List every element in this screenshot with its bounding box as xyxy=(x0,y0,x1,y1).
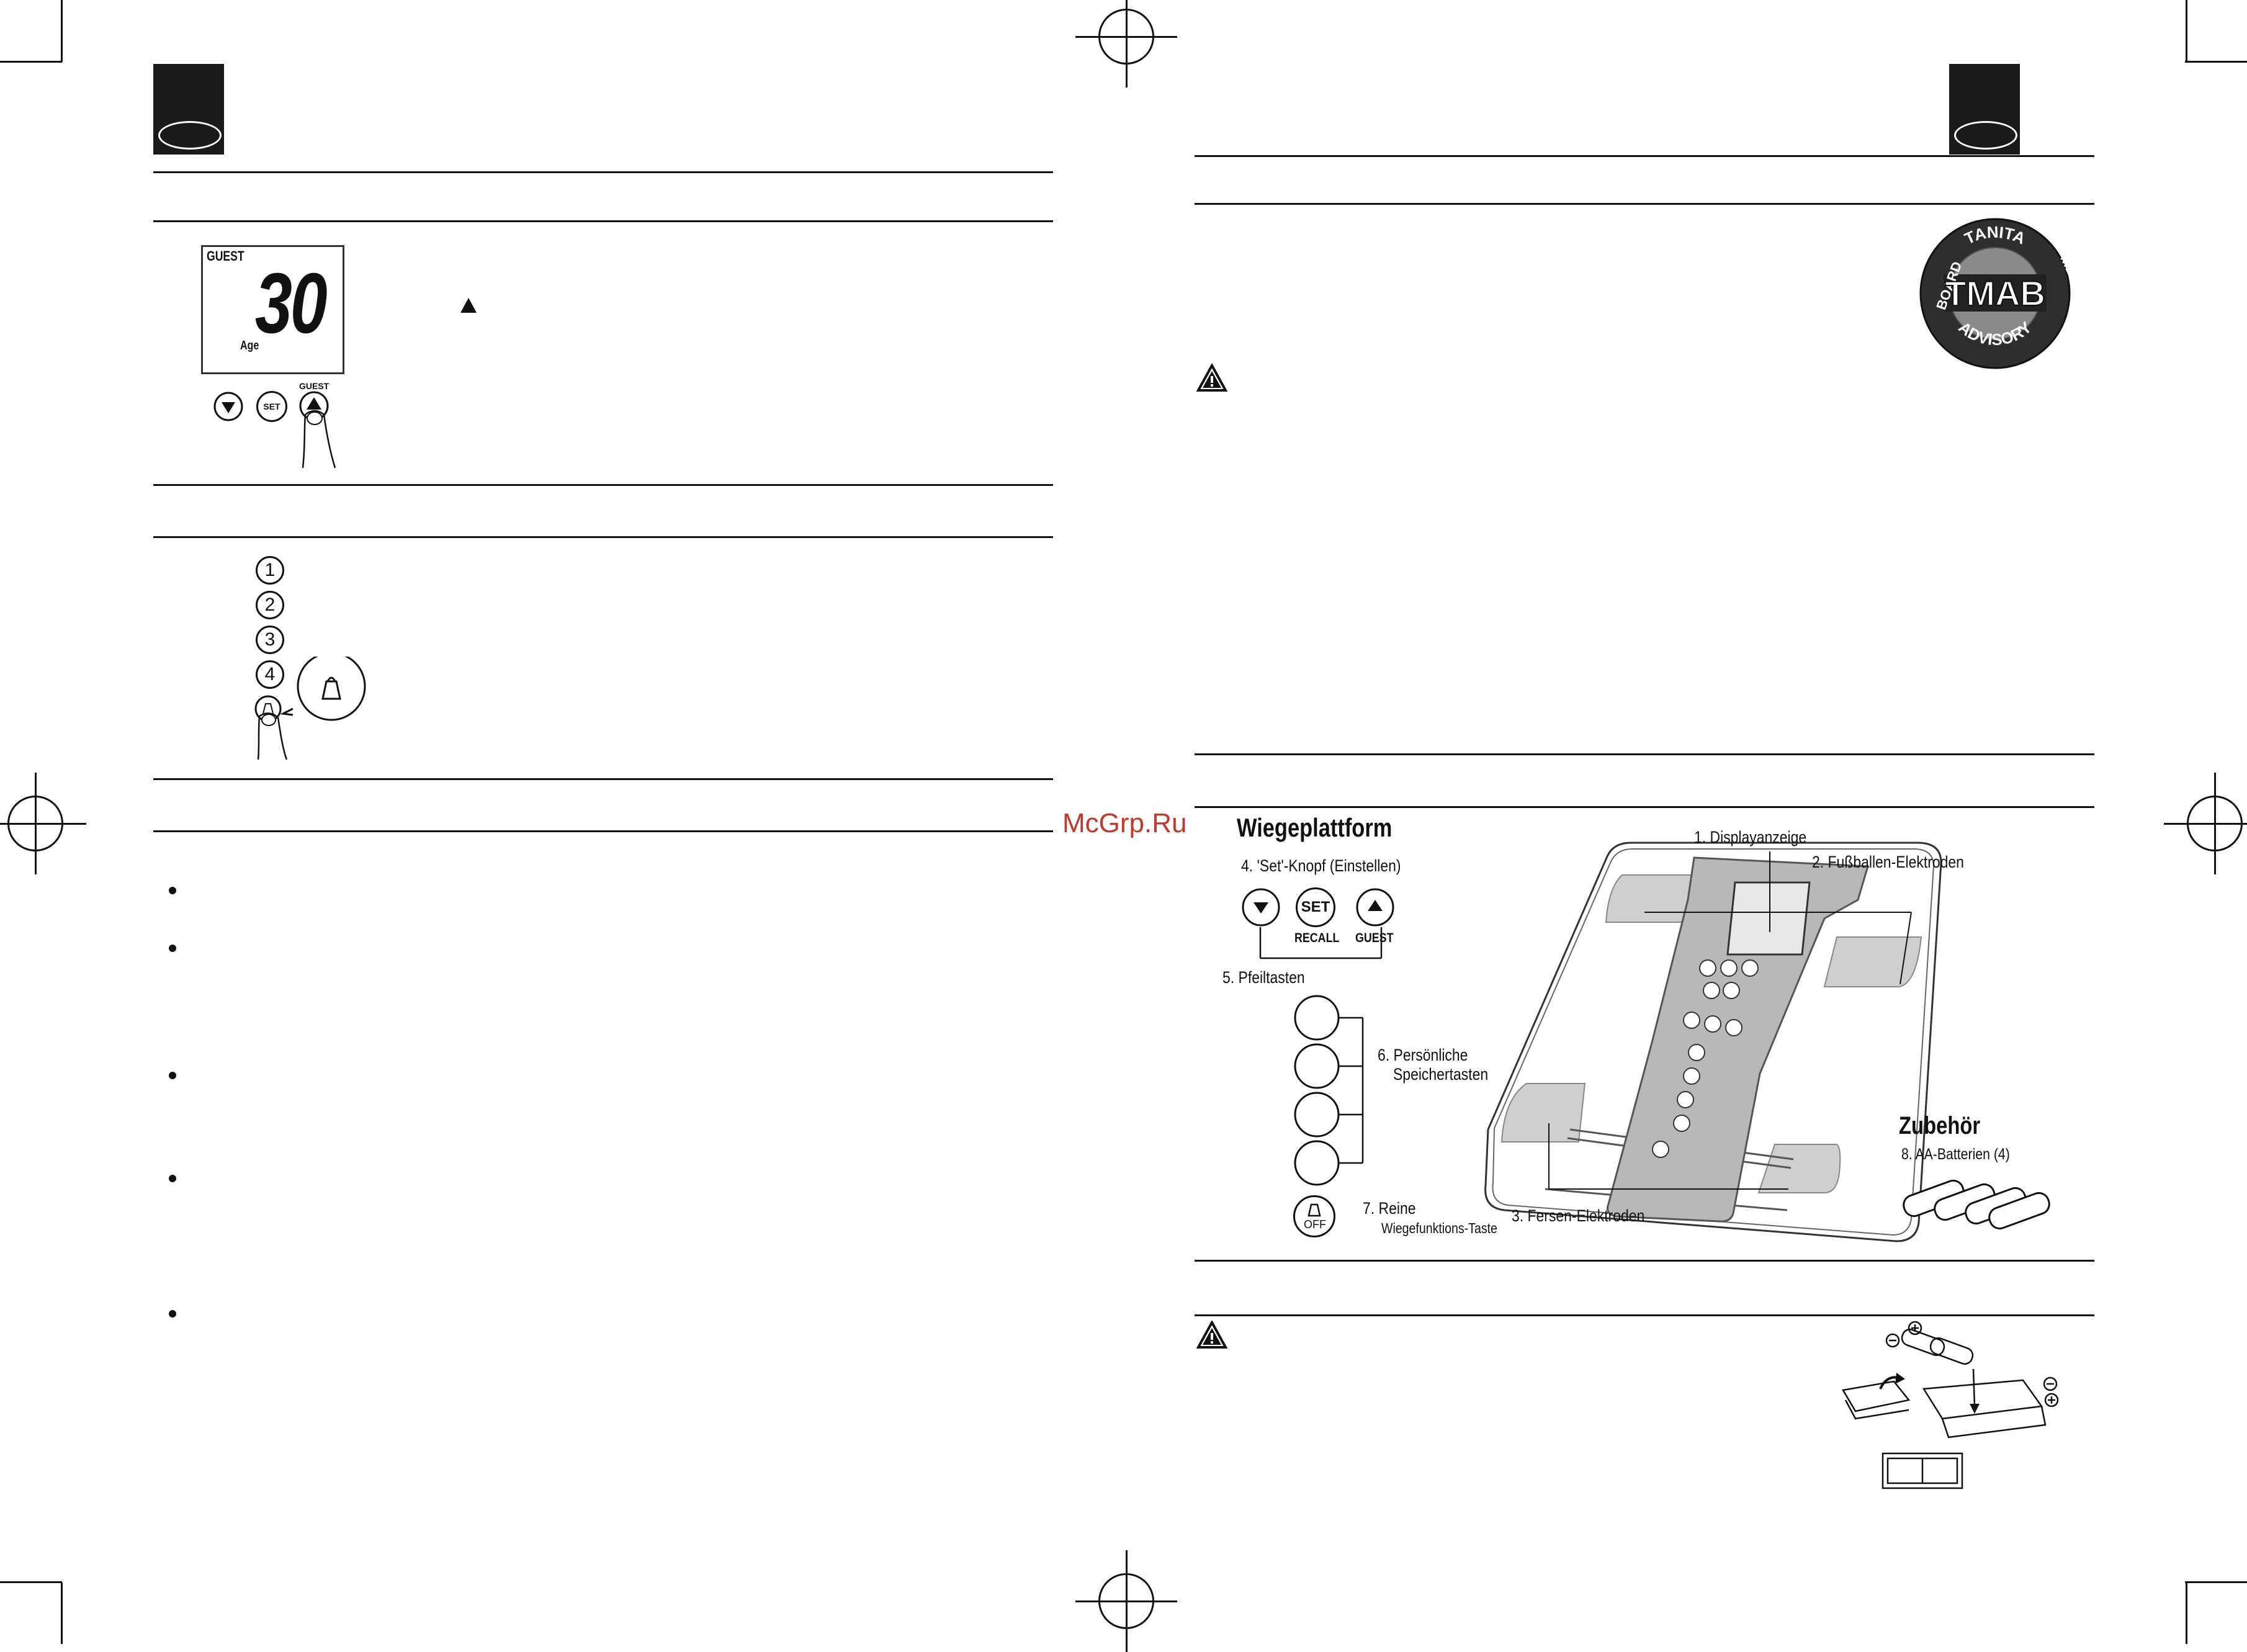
bullet xyxy=(169,1175,176,1182)
arrow-bracket-lines xyxy=(1259,927,1383,959)
registration-mark xyxy=(1075,0,1177,88)
memory-key-2: 2 xyxy=(256,591,284,619)
label-arrow-keys: 5. Pfeiltasten xyxy=(1222,968,1305,987)
weight-icon xyxy=(1307,1203,1321,1217)
section-rule xyxy=(153,484,1053,486)
section-rule xyxy=(153,171,1053,173)
tmab-seal-center-text: TMAB xyxy=(1945,274,2045,313)
crop-mark xyxy=(0,1581,62,1583)
crop-mark xyxy=(2186,1582,2187,1644)
warning-icon xyxy=(1196,364,1227,392)
weigh-only-key-pressed-icon xyxy=(254,657,366,760)
personal-memory-keys xyxy=(1294,995,1364,1186)
section-rule xyxy=(153,830,1053,832)
weigh-only-off-button: OFF xyxy=(1293,1195,1335,1237)
language-tab-right xyxy=(1949,64,2020,155)
section-rule xyxy=(1195,1314,2094,1316)
memory-key-1-label: 1 xyxy=(264,560,276,580)
registration-mark xyxy=(2164,773,2247,874)
down-button-icon xyxy=(213,392,243,421)
warning-icon xyxy=(1196,1321,1227,1349)
crop-mark xyxy=(2186,0,2187,62)
section-rule xyxy=(1195,1260,2094,1262)
set-button-label: SET xyxy=(263,402,280,411)
memory-key-4-label: 4 xyxy=(264,664,276,685)
language-tab-left xyxy=(153,64,224,155)
bullet xyxy=(169,1310,176,1318)
accessories-heading: Zubehör xyxy=(1899,1112,1981,1139)
down-arrow-button-icon xyxy=(1242,888,1280,927)
set-recall-button: SET xyxy=(1296,887,1335,927)
section-rule xyxy=(1195,203,2094,205)
set-recall-button-label: SET xyxy=(1301,899,1330,915)
crop-mark xyxy=(2185,61,2247,63)
bullet xyxy=(169,1072,176,1079)
display-mode-label: GUEST xyxy=(207,248,244,264)
label-heel-electrodes: 3. Fersen-Elektroden xyxy=(1512,1206,1645,1225)
aa-batteries-icon xyxy=(1903,1179,2050,1230)
up-button-pressed-icon xyxy=(299,391,336,469)
guest-label: GUEST xyxy=(1355,931,1394,945)
memory-key-3: 3 xyxy=(256,626,284,654)
section-rule xyxy=(153,778,1053,780)
label-set-knob: 4. 'Set'-Knopf (Einstellen) xyxy=(1241,856,1401,875)
scale-platform-illustration xyxy=(1484,842,1942,1242)
off-label: OFF xyxy=(1304,1218,1326,1231)
section-rule xyxy=(153,536,1053,538)
set-button: SET xyxy=(256,391,287,422)
memory-key-4: 4 xyxy=(256,660,284,689)
label-batteries: 8. AA-Batterien (4) xyxy=(1901,1146,2010,1163)
bullet xyxy=(169,945,176,952)
label-weigh-only-2: Wiegefunktions-Taste xyxy=(1381,1220,1497,1236)
up-triangle-icon xyxy=(460,298,477,313)
display-value: 30 xyxy=(255,256,328,351)
section-rule xyxy=(1195,155,2094,157)
bullet xyxy=(169,887,176,894)
display-unit: Age xyxy=(240,339,259,352)
crop-mark xyxy=(61,1582,63,1644)
crop-mark xyxy=(0,61,62,63)
tmab-seal-logo: TANITA ADVISORY BOARD MEDICAL TMAB xyxy=(1919,218,2071,369)
recall-label: RECALL xyxy=(1294,931,1340,945)
lcd-display: GUEST 30 Age xyxy=(201,245,344,374)
memory-key-1: 1 xyxy=(256,556,284,585)
section-rule xyxy=(1195,806,2094,808)
battery-installation-illustration xyxy=(1842,1321,2059,1489)
memory-key-2-label: 2 xyxy=(264,595,276,615)
memory-key-3-label: 3 xyxy=(264,629,276,650)
label-memory-keys-2: Speichertasten xyxy=(1393,1065,1489,1084)
label-display: 1. Displayanzeige xyxy=(1694,828,1807,846)
up-arrow-button-icon xyxy=(1356,888,1394,927)
section-rule xyxy=(1195,753,2094,755)
section-rule xyxy=(153,220,1053,222)
registration-mark xyxy=(0,773,86,874)
watermark: McGrp.Ru xyxy=(1062,808,1187,838)
registration-mark xyxy=(1075,1550,1177,1652)
platform-heading: Wiegeplattform xyxy=(1237,813,1393,842)
crop-mark xyxy=(61,0,63,62)
label-memory-keys-1: 6. Persönliche xyxy=(1378,1046,1468,1064)
label-ball-electrodes: 2. Fußballen-Elektroden xyxy=(1812,853,1964,871)
crop-mark xyxy=(2185,1581,2247,1583)
label-weigh-only-1: 7. Reine xyxy=(1363,1199,1416,1218)
guest-button-label: GUEST xyxy=(299,381,330,391)
